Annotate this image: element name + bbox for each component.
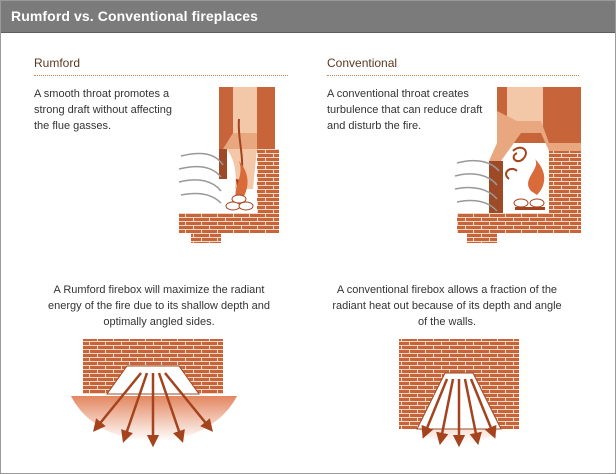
page-title: Rumford vs. Conventional fireplaces <box>11 8 258 24</box>
rumford-firebox-plan <box>71 339 237 448</box>
rumford-throat-caption: A smooth throat promotes a strong draft … <box>34 88 172 132</box>
conventional-firebox-plan <box>399 339 519 448</box>
conventional-firebox-caption: A conventional firebox allows a fraction… <box>332 284 562 328</box>
conventional-divider <box>327 75 579 76</box>
conventional-heading: Conventional <box>327 56 398 70</box>
header-bar: Rumford vs. Conventional fireplaces <box>1 1 615 33</box>
rumford-firebox-caption: A Rumford firebox will maximize the radi… <box>48 284 270 328</box>
rumford-heading: Rumford <box>34 56 81 70</box>
rumford-divider <box>34 75 288 76</box>
conventional-cross-section <box>454 87 581 243</box>
conventional-throat-caption: A conventional throat creates turbulence… <box>327 88 483 132</box>
rumford-cross-section <box>178 87 279 243</box>
